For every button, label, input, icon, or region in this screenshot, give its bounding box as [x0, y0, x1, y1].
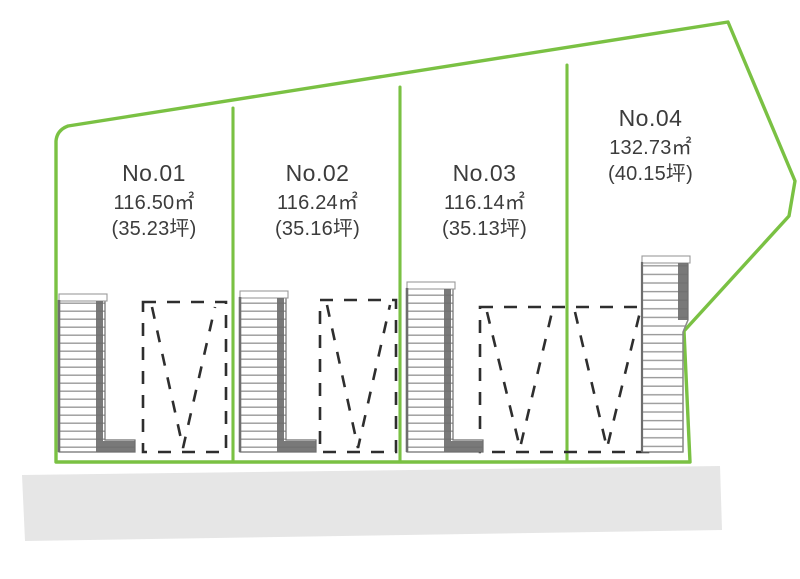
lot-area-tsubo-01: (35.23坪)	[111, 217, 197, 240]
lot-area-sqm-04: 132.73㎡	[609, 137, 692, 160]
setback-outlines	[141, 298, 650, 454]
site-boundary	[54, 20, 797, 464]
lot-area-sqm-02: 116.24㎡	[276, 192, 359, 215]
setback-outline-lot-2	[318, 298, 398, 454]
lot-label-03: No.03 116.14㎡ (35.13坪)	[402, 160, 567, 241]
building-footprint-lot-2	[238, 290, 317, 453]
lot-area-sqm-01: 116.50㎡	[113, 192, 195, 215]
lot-number-02: No.02	[285, 160, 350, 186]
lot-number-04: No.04	[618, 105, 683, 131]
lot-area-tsubo-03: (35.13坪)	[442, 217, 527, 240]
building-footprints	[57, 255, 691, 453]
lot-number-03: No.03	[452, 160, 517, 186]
road-strip	[22, 466, 722, 541]
lot-label-01: No.01 116.50㎡ (35.23坪)	[59, 160, 249, 241]
setback-outline-lot-3	[478, 305, 650, 454]
lot-area-sqm-03: 116.14㎡	[443, 192, 526, 215]
lot-area-tsubo-04: (40.15坪)	[608, 162, 693, 185]
lot-area-tsubo-02: (35.16坪)	[275, 217, 360, 240]
building-footprint-lot-1	[57, 293, 136, 453]
lot-number-01: No.01	[122, 160, 186, 186]
lot-dividers	[231, 63, 569, 464]
setback-outline-lot-1	[141, 300, 228, 454]
lot-label-04: No.04 132.73㎡ (40.15坪)	[568, 105, 733, 186]
building-footprint-lot-4	[640, 255, 691, 453]
building-footprint-lot-3	[405, 281, 484, 453]
lot-label-02: No.02 116.24㎡ (35.16坪)	[235, 160, 400, 241]
